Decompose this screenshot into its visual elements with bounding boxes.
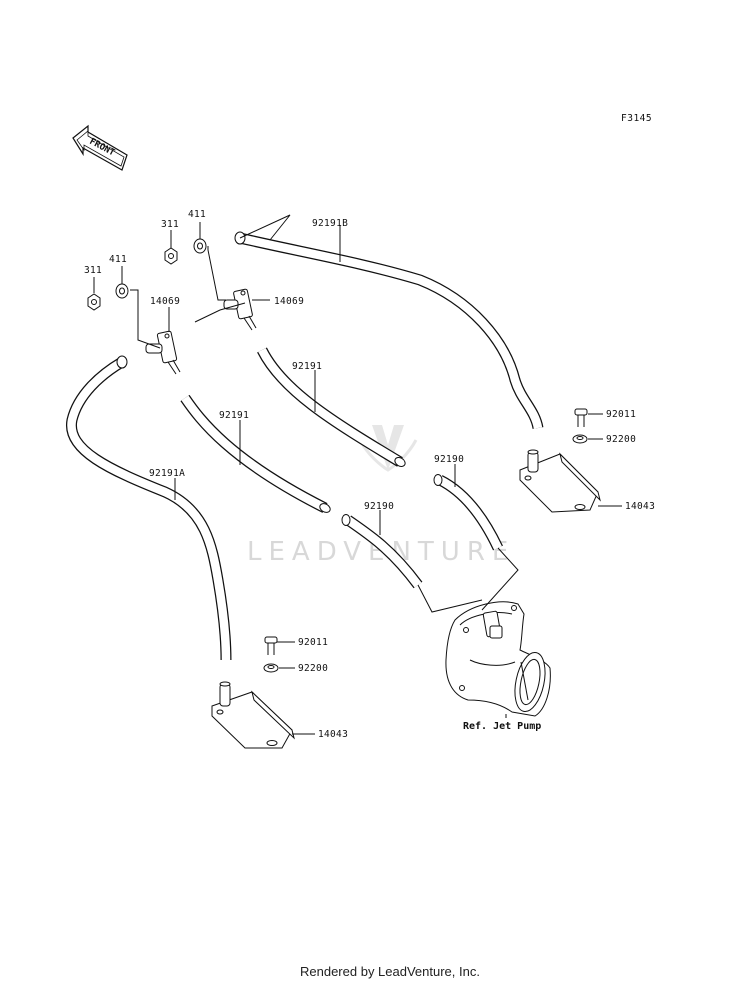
bolt-92011-right [574,408,588,427]
label-92191b: 92191B [312,218,348,229]
label-92191a: 92191A [149,468,185,479]
collar-92200-left [263,663,279,673]
fitting-14069-right [223,288,257,331]
label-14043-right: 14043 [625,501,655,512]
label-92200-right: 92200 [606,434,636,445]
label-92011-left: 92011 [298,637,328,648]
label-92191-right: 92191 [292,361,322,372]
collar-92200-right [572,434,588,444]
nut-311-left [87,293,101,311]
label-92200-left: 92200 [298,663,328,674]
hose-92191b [234,231,544,430]
label-92190-left: 92190 [364,501,394,512]
hose-92190-right [433,474,503,551]
label-311-top: 311 [161,219,179,230]
label-411-left: 411 [109,254,127,265]
label-14069-left: 14069 [150,296,180,307]
jet-pump [445,601,551,717]
label-14069-right: 14069 [274,296,304,307]
nut-311-top [164,247,178,265]
footer-credit: Rendered by LeadVenture, Inc. [300,964,480,979]
label-ref-jet-pump: Ref. Jet Pump [463,721,541,732]
label-411-top: 411 [188,209,206,220]
label-311-left: 311 [84,265,102,276]
front-arrow-icon: FRONT [72,124,128,171]
label-92011-right: 92011 [606,409,636,420]
bolt-92011-left [264,636,278,655]
leader-lines [93,214,622,735]
cooler-14043-left [211,681,295,749]
hose-92191-left [180,394,331,513]
figure-code: F3145 [621,113,652,124]
label-92191-left: 92191 [219,410,249,421]
fitting-14069-left [145,330,181,375]
washer-411-left [115,283,129,299]
washer-411-top [193,238,207,254]
hose-92191a [66,355,232,661]
hose-92190-left [341,514,423,589]
cooler-14043-right [519,449,601,513]
label-14043-left: 14043 [318,729,348,740]
label-92190-right: 92190 [434,454,464,465]
hose-92191-right [257,347,406,467]
